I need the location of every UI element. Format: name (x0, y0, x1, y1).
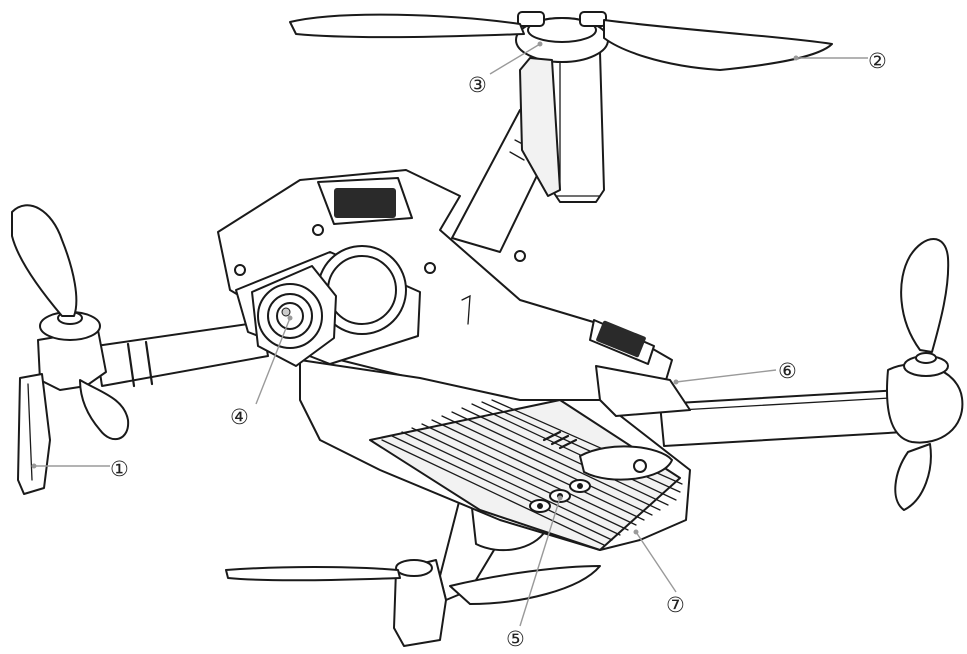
callout-4-label: ④ (230, 405, 249, 429)
gimbal-camera (235, 245, 421, 367)
callout-2-label: ② (868, 49, 887, 73)
callout-7: ⑦ (666, 593, 685, 617)
propeller-blade (225, 565, 601, 605)
callout-5: ⑤ (506, 627, 525, 651)
front-left-arm (17, 311, 269, 495)
leader-7 (635, 531, 677, 593)
propeller-blade (11, 204, 130, 441)
drone-body (217, 169, 691, 551)
callout-7-label: ⑦ (666, 593, 685, 617)
callout-6-label: ⑥ (778, 359, 797, 383)
callout-1: ① (110, 457, 129, 481)
leader-lines (31, 41, 868, 627)
front-right-arm (659, 352, 964, 447)
leader-6 (675, 369, 777, 383)
leader-4 (255, 317, 291, 405)
callout-5-label: ⑤ (506, 627, 525, 651)
callout-1-label: ① (110, 457, 129, 481)
rear-right-arm (451, 11, 609, 253)
callout-3: ③ (468, 73, 487, 97)
propeller-blade (894, 238, 950, 511)
callout-6: ⑥ (778, 359, 797, 383)
callout-3-label: ③ (468, 73, 487, 97)
leader-5 (519, 497, 561, 627)
callout-4: ④ (230, 405, 249, 429)
callout-2: ② (868, 49, 887, 73)
propeller-blade (289, 13, 833, 71)
leader-3 (489, 43, 541, 75)
